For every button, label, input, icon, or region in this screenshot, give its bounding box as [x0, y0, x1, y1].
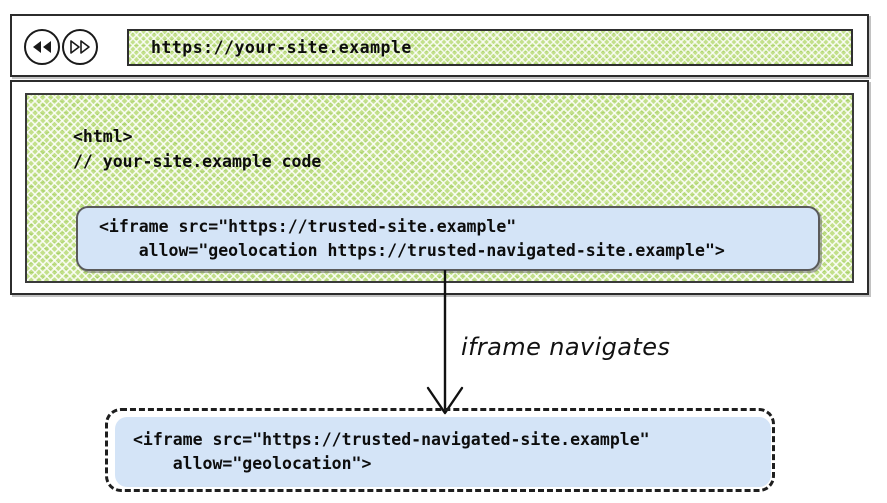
- fast-forward-double-triangle-right-icon: [69, 39, 91, 55]
- iframe-navigates-annotation: iframe navigates: [461, 333, 671, 361]
- navigation-button-group: [24, 29, 98, 65]
- navigated-iframe-box: <iframe src="https://trusted-navigated-s…: [105, 408, 775, 492]
- page-content-area: <html> // your-site.example code <iframe…: [25, 93, 854, 283]
- navigated-iframe-allow-line: allow="geolocation">: [133, 454, 372, 473]
- code-line-html-open: <html>: [73, 127, 133, 146]
- address-bar-url[interactable]: https://your-site.example: [151, 38, 412, 57]
- navigated-iframe-src-line: <iframe src="https://trusted-navigated-s…: [133, 430, 650, 449]
- embedded-iframe-box: <iframe src="https://trusted-site.exampl…: [76, 206, 820, 271]
- browser-toolbar: https://your-site.example: [10, 14, 869, 77]
- rewind-double-triangle-left-icon: [31, 39, 53, 55]
- page-source-code: <html> // your-site.example code: [73, 124, 321, 174]
- embedded-iframe-src-line: <iframe src="https://trusted-site.exampl…: [99, 216, 517, 236]
- embedded-iframe-allow-line: allow="geolocation https://trusted-navig…: [99, 240, 725, 260]
- navigated-iframe-code: <iframe src="https://trusted-navigated-s…: [115, 428, 650, 476]
- address-bar[interactable]: https://your-site.example: [127, 29, 853, 66]
- code-line-comment: // your-site.example code: [73, 152, 322, 171]
- back-button[interactable]: [24, 29, 60, 65]
- forward-button[interactable]: [62, 29, 98, 65]
- embedded-iframe-code: <iframe src="https://trusted-site.exampl…: [78, 215, 725, 263]
- browser-window: https://your-site.example <html> // your…: [10, 14, 869, 295]
- navigated-iframe-fill: <iframe src="https://trusted-navigated-s…: [115, 417, 771, 487]
- browser-viewport: <html> // your-site.example code <iframe…: [10, 80, 869, 295]
